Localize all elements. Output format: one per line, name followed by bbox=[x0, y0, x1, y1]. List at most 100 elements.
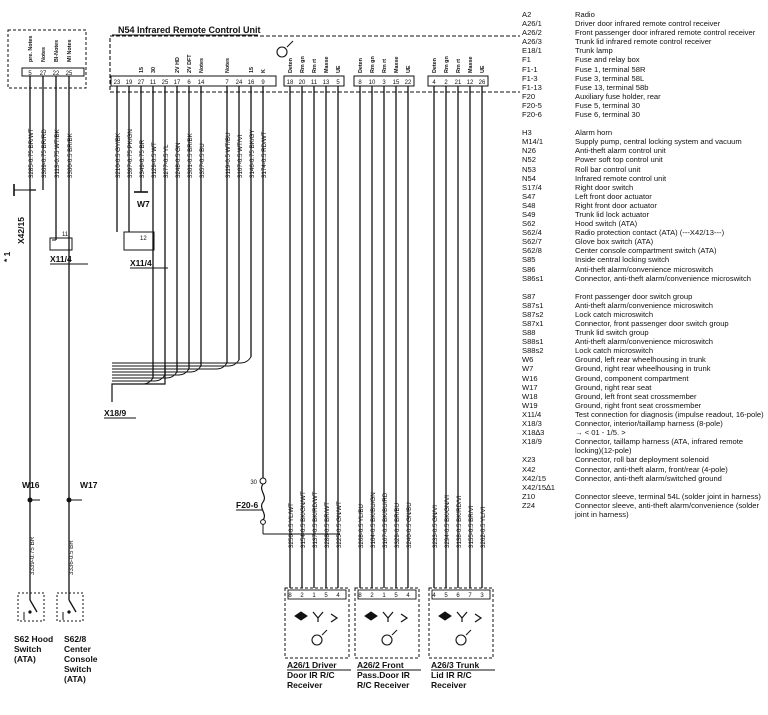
legend-description: Roll bar control unit bbox=[575, 164, 641, 174]
n54-pin-number: 17 bbox=[174, 80, 181, 86]
legend-description: Anti-theft alarm control unit bbox=[575, 146, 666, 156]
x11-4-mid-connector bbox=[123, 231, 155, 251]
a26-2-wire-label: 3329-0.5 BR/BU bbox=[394, 503, 401, 548]
a26-2-pin-header: Rm gn bbox=[370, 56, 376, 73]
legend-code: H3 bbox=[522, 128, 532, 138]
legend-code: S62 bbox=[522, 219, 536, 229]
legend-code: Z24 bbox=[522, 500, 536, 510]
a26-3-receiver-label: Receiver bbox=[431, 680, 467, 690]
legend-code: S87s1 bbox=[522, 300, 544, 310]
n54-pin-number: 11 bbox=[150, 80, 157, 86]
w17-label: W17 bbox=[80, 480, 98, 490]
left-connector-block bbox=[7, 29, 87, 89]
legend-code: A26/2 bbox=[522, 28, 542, 38]
legend-description: Glove box switch (ATA) bbox=[575, 237, 654, 247]
n54-wire-label: 3107-0.5 WT/VI bbox=[237, 134, 244, 178]
legend-row: S62/4 Radio protection contact (ATA) (---… bbox=[522, 228, 766, 237]
a26-2-receiver-label: A26/2 Front bbox=[357, 660, 404, 670]
legend-description: Front passenger door infrared remote con… bbox=[575, 28, 756, 38]
a26-3-pin-header: UE bbox=[480, 65, 486, 73]
legend-code: S62/4 bbox=[522, 228, 542, 238]
n54-wire-label: 3119-0.5 WT/BU bbox=[225, 132, 232, 178]
a26-1-unit-pin: 5 bbox=[336, 80, 340, 86]
legend-description: Center console compartment switch (ATA) bbox=[575, 246, 717, 256]
x18-9-wire-bend bbox=[112, 356, 252, 364]
legend-description: Radio protection contact (ATA) (---X42/1… bbox=[575, 228, 725, 238]
a26-2-receiver-pin: 5 bbox=[394, 593, 398, 599]
a26-3-receiver-pin: 4 bbox=[432, 593, 436, 599]
w16-wire-label: 3339-0.75 BR bbox=[29, 536, 36, 575]
legend-description: Alarm horn bbox=[575, 128, 613, 138]
a26-1-wire-label: 3256-0.5 YL/WT bbox=[288, 503, 295, 548]
a26-1-receiver-pin: 2 bbox=[300, 593, 304, 599]
s62-8-console-label: Console bbox=[64, 654, 98, 664]
switch-contact bbox=[68, 599, 77, 613]
ir-sensor-icon bbox=[276, 46, 288, 58]
legend-code: S49 bbox=[522, 209, 536, 219]
a26-3-wire-label: 3294-0.5 BK/GN/VI bbox=[444, 495, 451, 548]
a26-1-wire-label: 3154-0.5 BK/GN/WT bbox=[300, 491, 307, 548]
x18-9-wire-bend bbox=[112, 374, 166, 382]
legend-description: Test connection for diagnosis (impulse r… bbox=[575, 409, 764, 419]
a26-3-receiver-box bbox=[428, 587, 494, 659]
legend-description: Anti-theft alarm/convenience microswitch bbox=[575, 337, 714, 347]
left-block-header: BI-Notes bbox=[54, 40, 60, 62]
x11-4-left-label: X11/4 bbox=[50, 254, 72, 264]
a26-1-receiver-label: A26/1 Driver bbox=[287, 660, 337, 670]
n54-pin-number: 16 bbox=[248, 80, 255, 86]
n54-pin-header: 30 bbox=[151, 67, 157, 73]
left-pin-number: 27 bbox=[40, 71, 47, 77]
a26-1-pin-header: Masse bbox=[324, 57, 330, 73]
n54-wire-label: 3146-0.75 BK/GY bbox=[249, 130, 256, 179]
a26-1-ir-receiver-icon bbox=[311, 634, 323, 646]
n54-pin-header: Notes bbox=[199, 58, 205, 73]
s62-8-console-switch bbox=[56, 592, 84, 622]
n54-pin-number: 6 bbox=[187, 80, 191, 86]
x11-4-mid-label: X11/4 bbox=[130, 258, 152, 268]
a26-2-receiver-label: R/C Receiver bbox=[357, 680, 410, 690]
n54-pin-header: K bbox=[261, 69, 267, 73]
a26-1-diode-icon bbox=[294, 611, 308, 621]
a26-2-transistor-icon bbox=[382, 611, 394, 622]
s62-8-console-label: (ATA) bbox=[64, 674, 86, 684]
legend-description: Inside central locking switch bbox=[575, 255, 670, 265]
legend-description bbox=[575, 483, 766, 492]
legend-code: F1 bbox=[522, 55, 531, 65]
legend-description: → < 01 - 1/5. > bbox=[575, 428, 626, 438]
n54-pin-number: 7 bbox=[225, 80, 229, 86]
x18-9-label: X18/9 bbox=[104, 408, 126, 418]
n54-pin-header: 15 bbox=[139, 67, 145, 73]
legend-code: W6 bbox=[522, 355, 534, 365]
legend-description: Supply pump, central locking system and … bbox=[575, 137, 742, 147]
left-pin-number: 22 bbox=[53, 71, 60, 77]
a26-3-pin-header: Masse bbox=[468, 57, 474, 73]
legend-description: Connector sleeve, anti-theft alarm/conve… bbox=[575, 500, 760, 519]
a26-3-receiver-pin: 3 bbox=[480, 593, 484, 599]
legend-description: Infrared remote control unit bbox=[575, 173, 667, 183]
n54-pin-number: 24 bbox=[236, 80, 243, 86]
a26-1-wire-label: 3288-0.5 BR/WT bbox=[324, 502, 331, 548]
legend-description: Ground, right rear wheelhousing in trunk bbox=[575, 364, 711, 374]
a26-3-diode-icon bbox=[438, 611, 452, 621]
a26-1-pin-header: Deten bbox=[288, 58, 294, 73]
legend-code: S86 bbox=[522, 264, 536, 274]
a26-3-receiver-label: Lid IR R/C bbox=[431, 670, 472, 680]
legend-code: N53 bbox=[522, 164, 536, 174]
a26-2-ir-receiver-icon bbox=[381, 634, 393, 646]
left-block-header: Notes bbox=[41, 47, 47, 62]
